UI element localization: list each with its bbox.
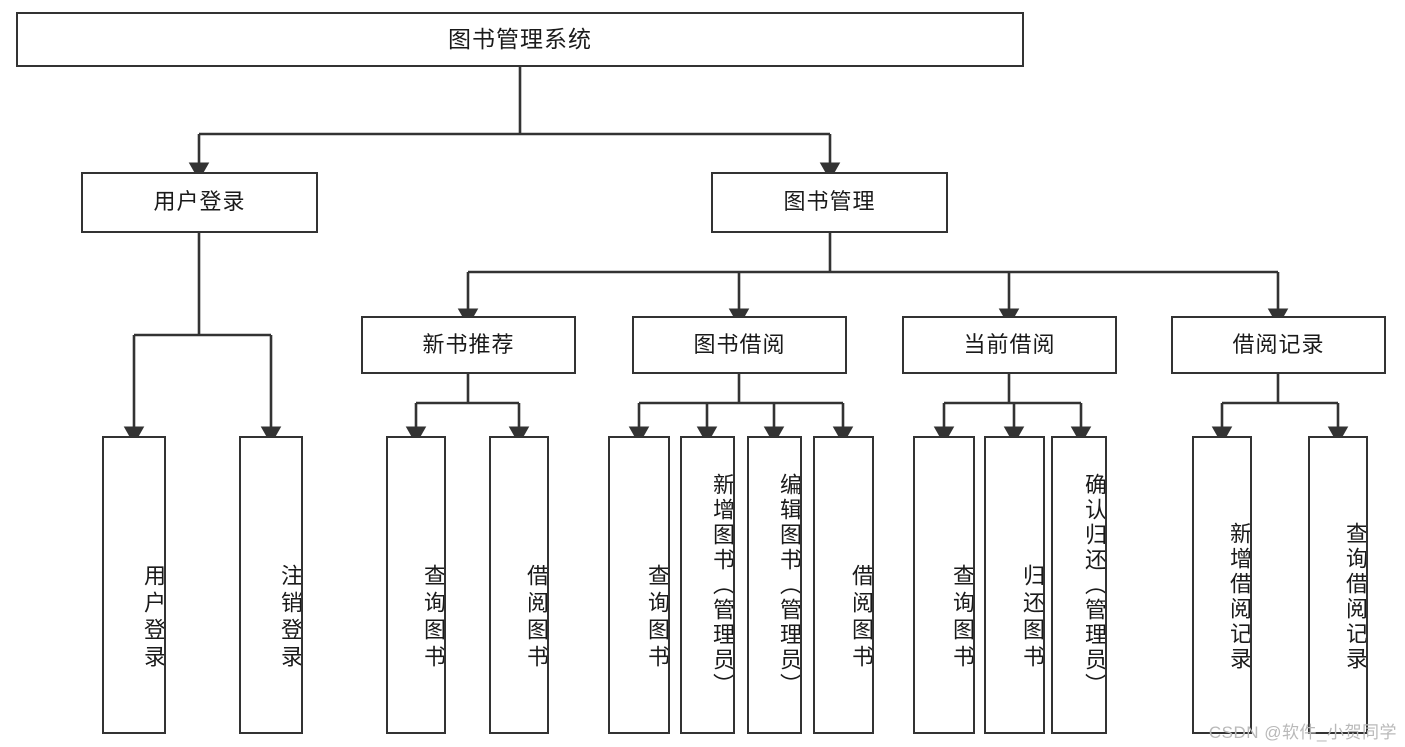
node-leaf-query-book-2[interactable]: 查询图书 (608, 436, 670, 734)
node-leaf-add-record-label: 新增借阅记录 (1227, 522, 1252, 672)
node-leaf-query-book-3[interactable]: 查询图书 (913, 436, 975, 734)
node-leaf-query-book-1-label: 查询图书 (421, 564, 446, 672)
node-leaf-logout-login-label: 注销登录 (278, 564, 303, 672)
node-leaf-user-login[interactable]: 用户登录 (102, 436, 166, 734)
node-borrow-record-label: 借阅记录 (1232, 331, 1325, 357)
node-leaf-borrow-book-1-label: 借阅图书 (524, 564, 549, 672)
node-leaf-user-login-label: 用户登录 (141, 564, 166, 672)
node-leaf-borrow-book-2-label: 借阅图书 (849, 564, 874, 672)
node-leaf-return-book-label: 归还图书 (1020, 564, 1045, 672)
node-borrow-record[interactable]: 借阅记录 (1171, 316, 1386, 374)
node-leaf-add-book-label: 新增图书（管理员） (710, 472, 735, 698)
node-current-borrow-label: 当前借阅 (963, 331, 1056, 357)
node-root-label: 图书管理系统 (448, 25, 592, 52)
node-leaf-borrow-book-1[interactable]: 借阅图书 (489, 436, 549, 734)
node-leaf-logout-login[interactable]: 注销登录 (239, 436, 303, 734)
node-leaf-edit-book[interactable]: 编辑图书（管理员） (747, 436, 802, 734)
node-leaf-return-book[interactable]: 归还图书 (984, 436, 1045, 734)
node-book-manage[interactable]: 图书管理 (711, 172, 948, 233)
node-leaf-query-book-1[interactable]: 查询图书 (386, 436, 446, 734)
node-leaf-query-book-3-label: 查询图书 (950, 564, 975, 672)
node-leaf-add-book[interactable]: 新增图书（管理员） (680, 436, 735, 734)
node-book-borrow[interactable]: 图书借阅 (632, 316, 847, 374)
node-new-book-recommend[interactable]: 新书推荐 (361, 316, 576, 374)
node-leaf-query-record-label: 查询借阅记录 (1343, 522, 1368, 672)
node-leaf-edit-book-label: 编辑图书（管理员） (777, 472, 802, 698)
node-user-login[interactable]: 用户登录 (81, 172, 318, 233)
node-leaf-add-record[interactable]: 新增借阅记录 (1192, 436, 1252, 734)
node-new-book-recommend-label: 新书推荐 (422, 331, 515, 357)
node-leaf-query-record[interactable]: 查询借阅记录 (1308, 436, 1368, 734)
node-book-borrow-label: 图书借阅 (693, 331, 786, 357)
node-leaf-query-book-2-label: 查询图书 (645, 564, 670, 672)
node-user-login-label: 用户登录 (153, 189, 246, 215)
csdn-watermark: CSDN @软件_小贺同学 (1208, 723, 1397, 742)
node-book-manage-label: 图书管理 (783, 189, 876, 215)
node-leaf-confirm-return[interactable]: 确认归还（管理员） (1051, 436, 1107, 734)
node-current-borrow[interactable]: 当前借阅 (902, 316, 1117, 374)
node-leaf-confirm-return-label: 确认归还（管理员） (1082, 472, 1107, 698)
node-root[interactable]: 图书管理系统 (16, 12, 1024, 67)
node-leaf-borrow-book-2[interactable]: 借阅图书 (813, 436, 874, 734)
